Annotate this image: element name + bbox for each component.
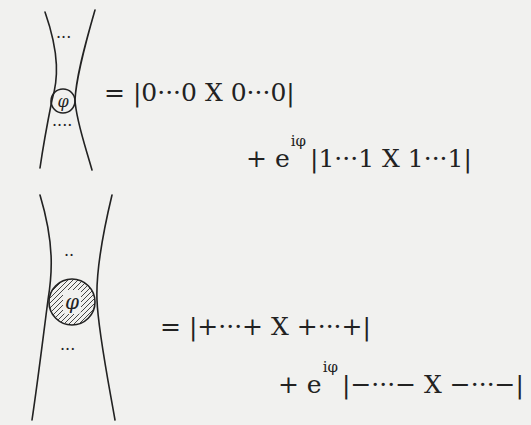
- exponent: iφ: [291, 134, 306, 149]
- ellipsis-dots: ··: [64, 248, 74, 264]
- ellipsis-dots: ····: [52, 118, 72, 134]
- ket-bra-term: |−···− X −···−|: [342, 372, 524, 397]
- ellipsis-dots: ···: [60, 342, 75, 358]
- ket-bra-term: = |+···+ X +···+|: [160, 314, 371, 339]
- phase-symbol: φ: [50, 88, 76, 111]
- tube-outline: [75, 10, 95, 170]
- plus-exponential: + e: [246, 146, 290, 171]
- ellipsis-dots: ···: [56, 30, 71, 46]
- circle-node: φ: [50, 88, 76, 114]
- phase-symbol: φ: [63, 290, 81, 314]
- plus-exponential: + e: [278, 372, 322, 397]
- ket-bra-term: = |0···0 X 0···0|: [104, 80, 295, 105]
- tube-outline: [40, 12, 56, 168]
- hatched-circle: φ: [48, 278, 96, 326]
- ket-bra-term: |1···1 X 1···1|: [310, 146, 472, 171]
- tube-outline: [97, 195, 115, 420]
- exponent: iφ: [323, 360, 338, 375]
- tube-outline: [32, 195, 51, 420]
